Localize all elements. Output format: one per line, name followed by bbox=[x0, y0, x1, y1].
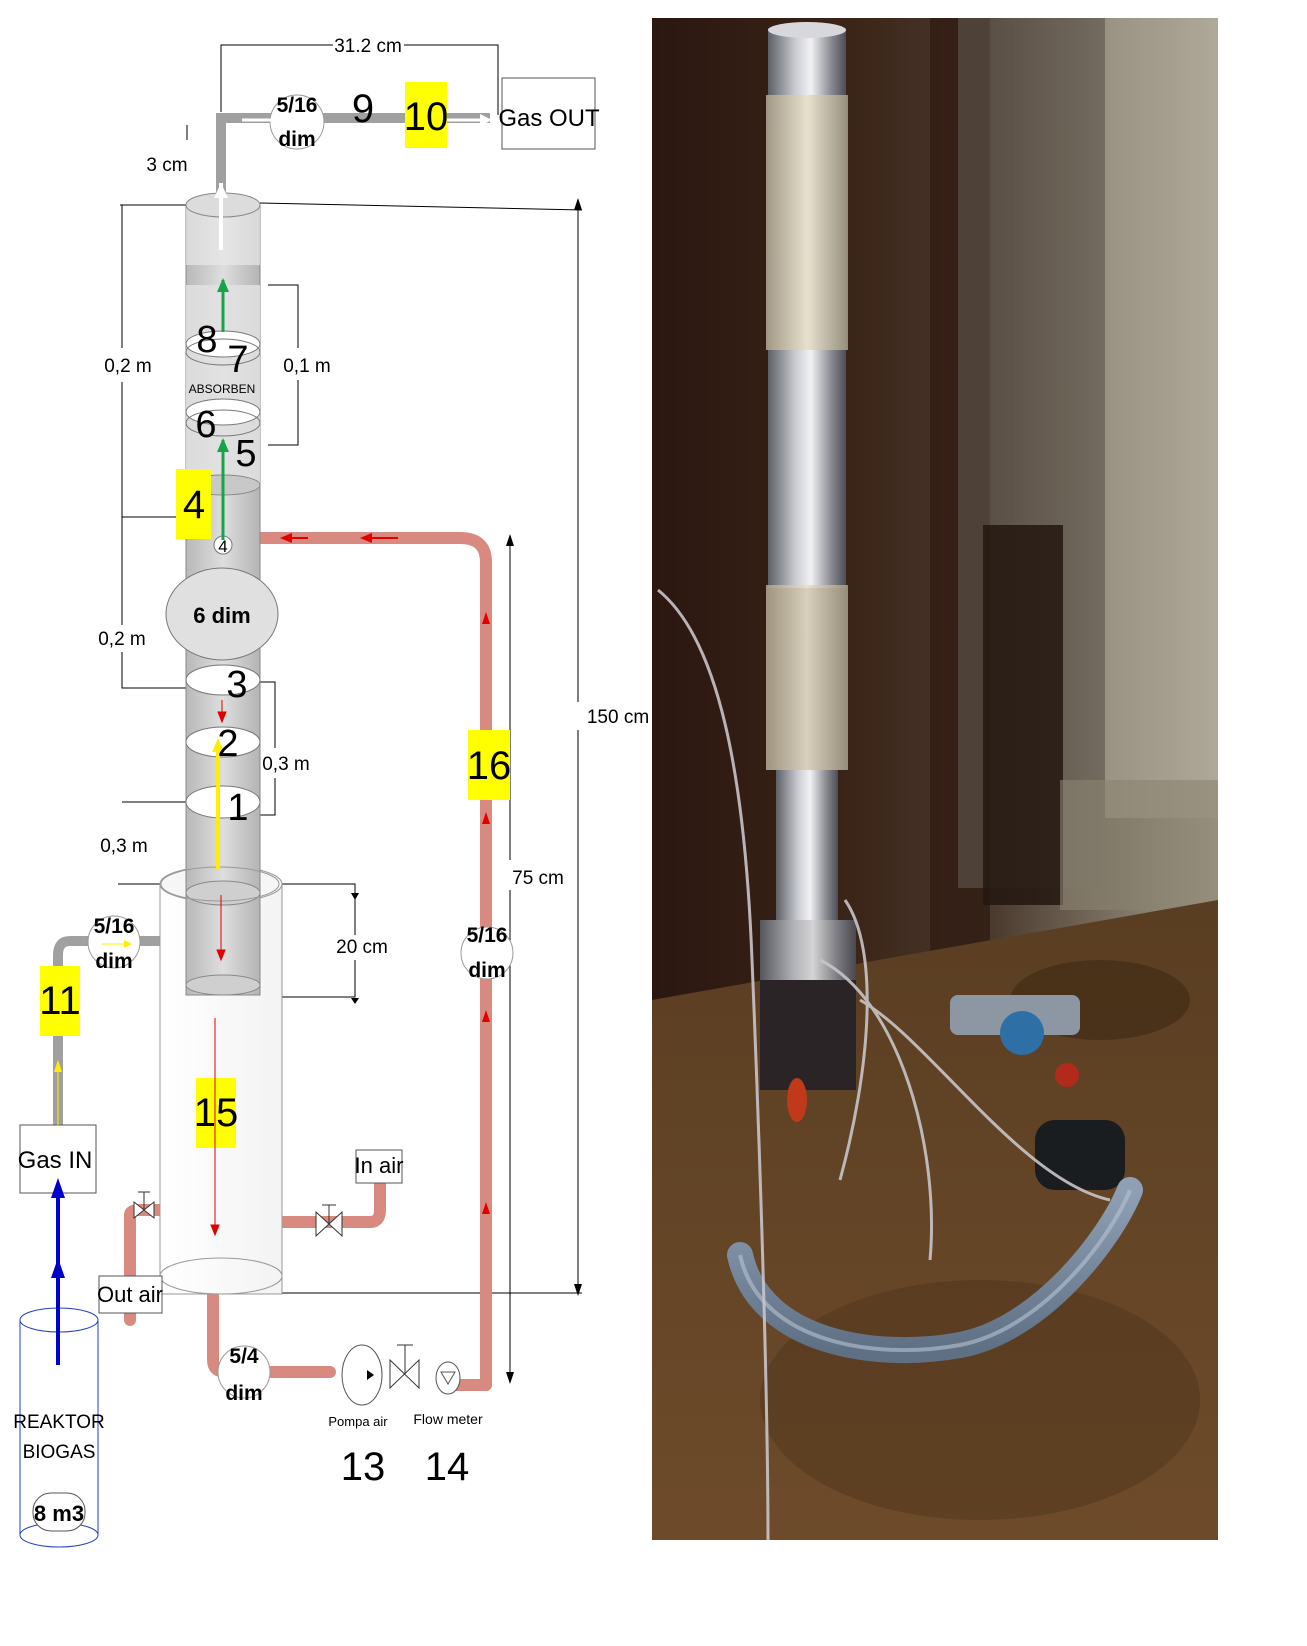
number-7: 7 bbox=[227, 339, 248, 381]
number-10: 10 bbox=[404, 95, 449, 139]
column-dia-circle bbox=[165, 535, 279, 661]
lower-section-label: 0,3 m bbox=[262, 754, 310, 775]
reactor-volume-label: 8 m3 bbox=[34, 1501, 84, 1526]
return-pipe-size: 5/16 bbox=[467, 924, 508, 947]
absorbent-section-label: 0,1 m bbox=[283, 356, 331, 377]
flow-meter-label: Flow meter bbox=[413, 1411, 483, 1427]
component-labels: Gas OUT Gas IN In air Out air ABSORBEN P… bbox=[13, 105, 600, 1526]
total-height-label: 150 cm bbox=[587, 707, 649, 728]
number-16: 16 bbox=[467, 744, 512, 788]
flow-arrows-gas bbox=[51, 114, 492, 1365]
number-14: 14 bbox=[425, 1445, 470, 1489]
column-dia-label: 6 dim bbox=[193, 603, 250, 628]
return-height-label: 75 cm bbox=[512, 868, 564, 889]
out-air-label: Out air bbox=[97, 1282, 163, 1307]
upper-section-label: 0,2 m bbox=[104, 356, 152, 377]
column-trays bbox=[185, 330, 261, 819]
pump-pipe-unit: dim bbox=[225, 1382, 262, 1405]
biogas-reactor bbox=[19, 1307, 99, 1548]
middle-section-label: 0,2 m bbox=[98, 629, 146, 650]
number-4: 4 bbox=[183, 483, 205, 527]
top-offset-label: 3 cm bbox=[146, 155, 187, 176]
number-3: 3 bbox=[226, 664, 247, 706]
number-11: 11 bbox=[39, 979, 81, 1023]
flow-arrows-water bbox=[210, 533, 490, 1237]
reactor-label-2: BIOGAS bbox=[23, 1442, 96, 1463]
number-8: 8 bbox=[196, 319, 217, 361]
absorben-label: ABSORBEN bbox=[189, 382, 256, 396]
dimension-arrowheads bbox=[351, 198, 582, 1384]
pipe-size-labels: 5/16 dim 5/16 dim 6 dim 5/16 dim 5/4 dim bbox=[94, 94, 508, 1405]
number-2: 2 bbox=[217, 723, 238, 765]
diagram-left: 31.2 cm 3 cm 150 cm 75 cm 0,2 m 0,1 m 0,… bbox=[13, 36, 649, 1548]
gas-in-pipe-unit: dim bbox=[95, 950, 132, 973]
pipe-dia-circles bbox=[87, 94, 514, 1399]
gas-out-label: Gas OUT bbox=[498, 105, 600, 132]
top-pipe-unit: dim bbox=[278, 128, 315, 151]
in-air-label: In air bbox=[355, 1153, 404, 1178]
number-4-small: 4 bbox=[218, 537, 227, 556]
valve-pump-line bbox=[389, 1344, 420, 1390]
equipment-photo bbox=[652, 18, 1218, 1541]
bottom-section-label: 0,3 m bbox=[100, 836, 148, 857]
number-15: 15 bbox=[194, 1091, 239, 1135]
number-13: 13 bbox=[341, 1445, 386, 1489]
highlight-boxes bbox=[40, 82, 510, 1148]
pump-pipe-size: 5/4 bbox=[229, 1345, 259, 1368]
component-numbers: 1 2 3 4 4 5 6 7 8 9 10 11 13 14 15 16 bbox=[39, 87, 511, 1489]
sump-depth-label: 20 cm bbox=[336, 937, 388, 958]
top-width-label: 31.2 cm bbox=[334, 36, 402, 57]
dimension-labels: 31.2 cm 3 cm 150 cm 75 cm 0,2 m 0,1 m 0,… bbox=[98, 36, 649, 958]
valve-in-air bbox=[315, 1204, 343, 1238]
gas-in-label: Gas IN bbox=[18, 1147, 93, 1174]
gas-pipes bbox=[53, 113, 490, 1125]
number-9: 9 bbox=[352, 87, 374, 131]
reactor-label-1: REAKTOR bbox=[13, 1412, 105, 1433]
number-1: 1 bbox=[227, 787, 248, 829]
gas-in-pipe-size: 5/16 bbox=[94, 915, 135, 938]
label-boxes bbox=[19, 77, 596, 1314]
flow-meter-14 bbox=[435, 1361, 461, 1395]
number-5: 5 bbox=[235, 433, 256, 475]
top-pipe-size: 5/16 bbox=[277, 94, 318, 117]
pump-13 bbox=[341, 1344, 383, 1406]
valve-out-air bbox=[133, 1191, 155, 1220]
number-6: 6 bbox=[195, 404, 216, 446]
pump-label: Pompa air bbox=[328, 1414, 388, 1429]
return-pipe-unit: dim bbox=[468, 959, 505, 982]
